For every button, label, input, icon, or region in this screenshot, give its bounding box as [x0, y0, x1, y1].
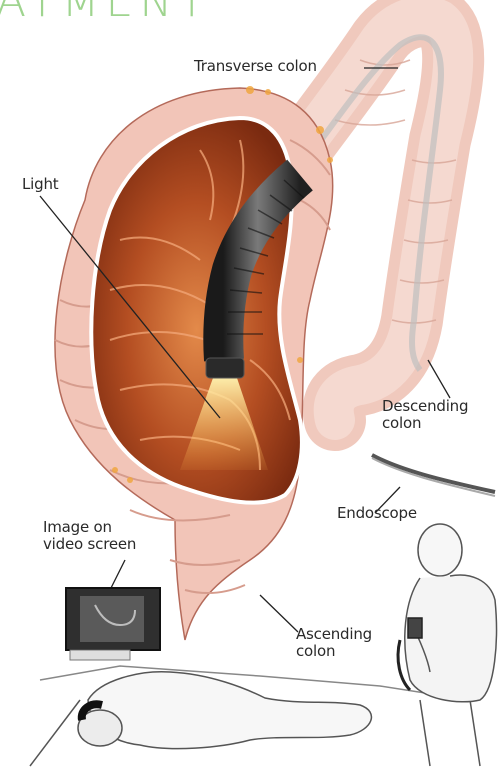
- label-transverse-colon: Transverse colon: [194, 58, 317, 75]
- label-endoscope: Endoscope: [337, 505, 417, 522]
- label-light: Light: [22, 176, 58, 193]
- doctor-sketch: [398, 524, 496, 702]
- label-descending-colon: Descending colon: [382, 398, 468, 432]
- label-ascending-colon: Ascending colon: [296, 626, 372, 660]
- endoscope-cable: [372, 455, 495, 492]
- video-monitor: [66, 588, 160, 660]
- label-image-on-video-screen: Image on video screen: [43, 519, 136, 553]
